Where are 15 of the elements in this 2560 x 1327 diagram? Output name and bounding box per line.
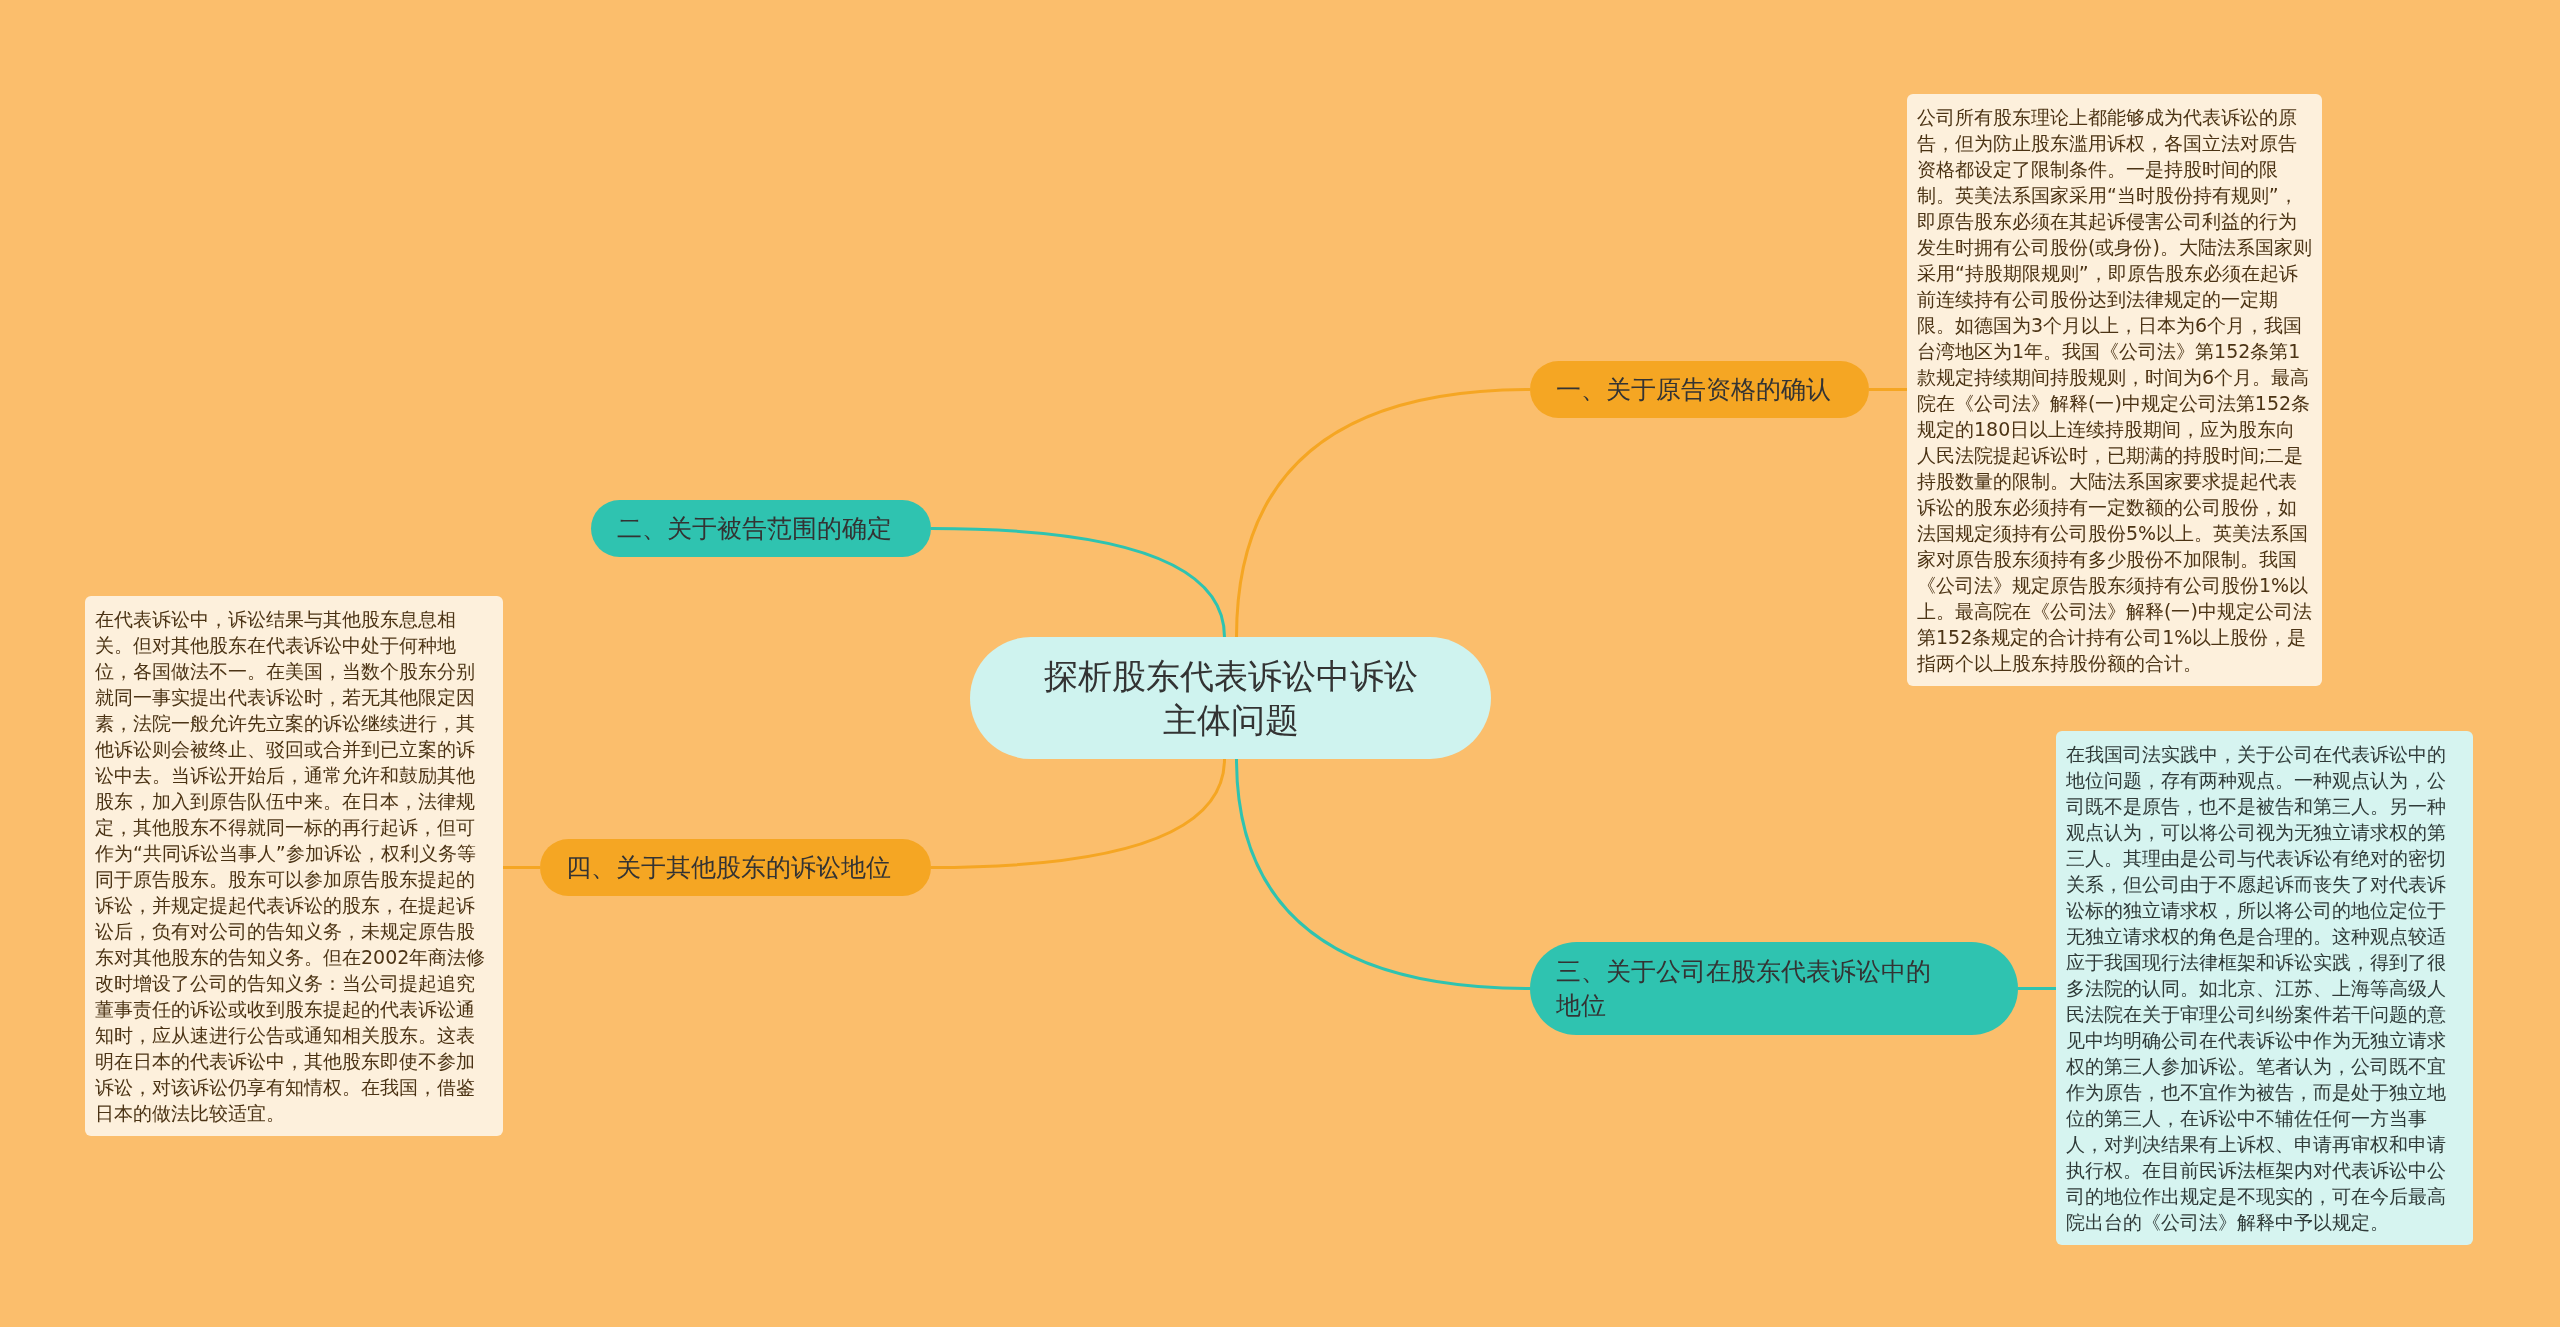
central-topic: 探析股东代表诉讼中诉讼主体问题	[970, 637, 1491, 759]
connector-line	[503, 866, 540, 869]
connector-line	[1869, 388, 1907, 391]
detail-note: 在代表诉讼中，诉讼结果与其他股东息息相关。但对其他股东在代表诉讼中处于何种地位，各国做法不一。在美国，当数个股东分别就同一事实提出代表诉讼时，若无其他限定因素，法院一般允许先立案的诉讼继续进行，其他诉讼则会被终止、驳回或合并到已立案的诉讼中去。当诉讼开始后，通常允许和鼓励其他股东，加入到原告队伍中来。在日本，法律规定，其他股东不得就同一标的再行起诉，但可作为“共同诉讼当事人”参加诉讼，权利义务等同于原告股东。股东可以参加原告股东提起的诉讼，并规定提起代表诉讼的股东，在提起诉讼后，负有对公司的告知义务，未规定原告股东对其他股东的告知义务。但在2002年商法修改时增设了公司的告知义务：当公司提起追究董事责任的诉讼或收到股东提起的代表诉讼通知时，应从速进行公告或通知相关股东。这表明在日本的代表诉讼中，其他股东即使不参加诉讼，对该诉讼仍享有知情权。在我国，借鉴日本的做法比较适宜。	[85, 596, 503, 1136]
connector-line	[930, 758, 1226, 869]
connector-line	[1235, 758, 1531, 990]
detail-note: 公司所有股东理论上都能够成为代表诉讼的原告，但为防止股东滥用诉权，各国立法对原告资格都设定了限制条件。一是持股时间的限制。英美法系国家采用“当时股份持有规则”，即原告股东必须在其起诉侵害公司利益的行为发生时拥有公司股份(或身份)。大陆法系国家则采用“持股期限规则”，即原告股东必须在起诉前连续持有公司股份达到法律规定的一定期限。如德国为3个月以上，日本为6个月，我国台湾地区为1年。我国《公司法》第152条第1款规定持续期间持股规则，时间为6个月。最高院在《公司法》解释(一)中规定公司法第152条规定的180日以上连续持股期间，应为股东向人民法院提起诉讼时，已期满的持股时间;二是持股数量的限制。大陆法系国家要求提起代表诉讼的股东必须持有一定数额的公司股份，如法国规定须持有公司股份5%以上。英美法系国家对原告股东须持有多少股份不加限制。我国《公司法》规定原告股东须持有公司股份1%以上。最高院在《公司法》解释(一)中规定公司法第152条规定的合计持有公司1%以上股份，是指两个以上股东持股份额的合计。	[1907, 94, 2322, 686]
connector-line	[2018, 987, 2056, 990]
detail-note: 在我国司法实践中，关于公司在代表诉讼中的地位问题，存有两种观点。一种观点认为，公司既不是原告，也不是被告和第三人。另一种观点认为，可以将公司视为无独立请求权的第三人。其理由是公司与代表诉讼有绝对的密切关系，但公司由于不愿起诉而丧失了对代表诉讼标的独立请求权，所以将公司的地位定位于无独立请求权的角色是合理的。这种观点较适应于我国现行法律框架和诉讼实践，得到了很多法院的认同。如北京、江苏、上海等高级人民法院在关于审理公司纠纷案件若干问题的意见中均明确公司在代表诉讼中作为无独立请求权的第三人参加诉讼。笔者认为，公司既不宜作为原告，也不宜作为被告，而是处于独立地位的第三人，在诉讼中不辅佐任何一方当事人，对判决结果有上诉权、申请再审权和申请执行权。在目前民诉法框架内对代表诉讼中公司的地位作出规定是不现实的，可在今后最高院出台的《公司法》解释中予以规定。	[2056, 731, 2473, 1245]
branch-topic: 一、关于原告资格的确认	[1530, 361, 1869, 418]
connector-line	[930, 527, 1226, 638]
branch-topic: 四、关于其他股东的诉讼地位	[540, 839, 931, 896]
connector-line	[1235, 388, 1531, 638]
branch-topic: 二、关于被告范围的确定	[591, 500, 931, 557]
branch-topic: 三、关于公司在股东代表诉讼中的地位	[1530, 942, 2018, 1035]
